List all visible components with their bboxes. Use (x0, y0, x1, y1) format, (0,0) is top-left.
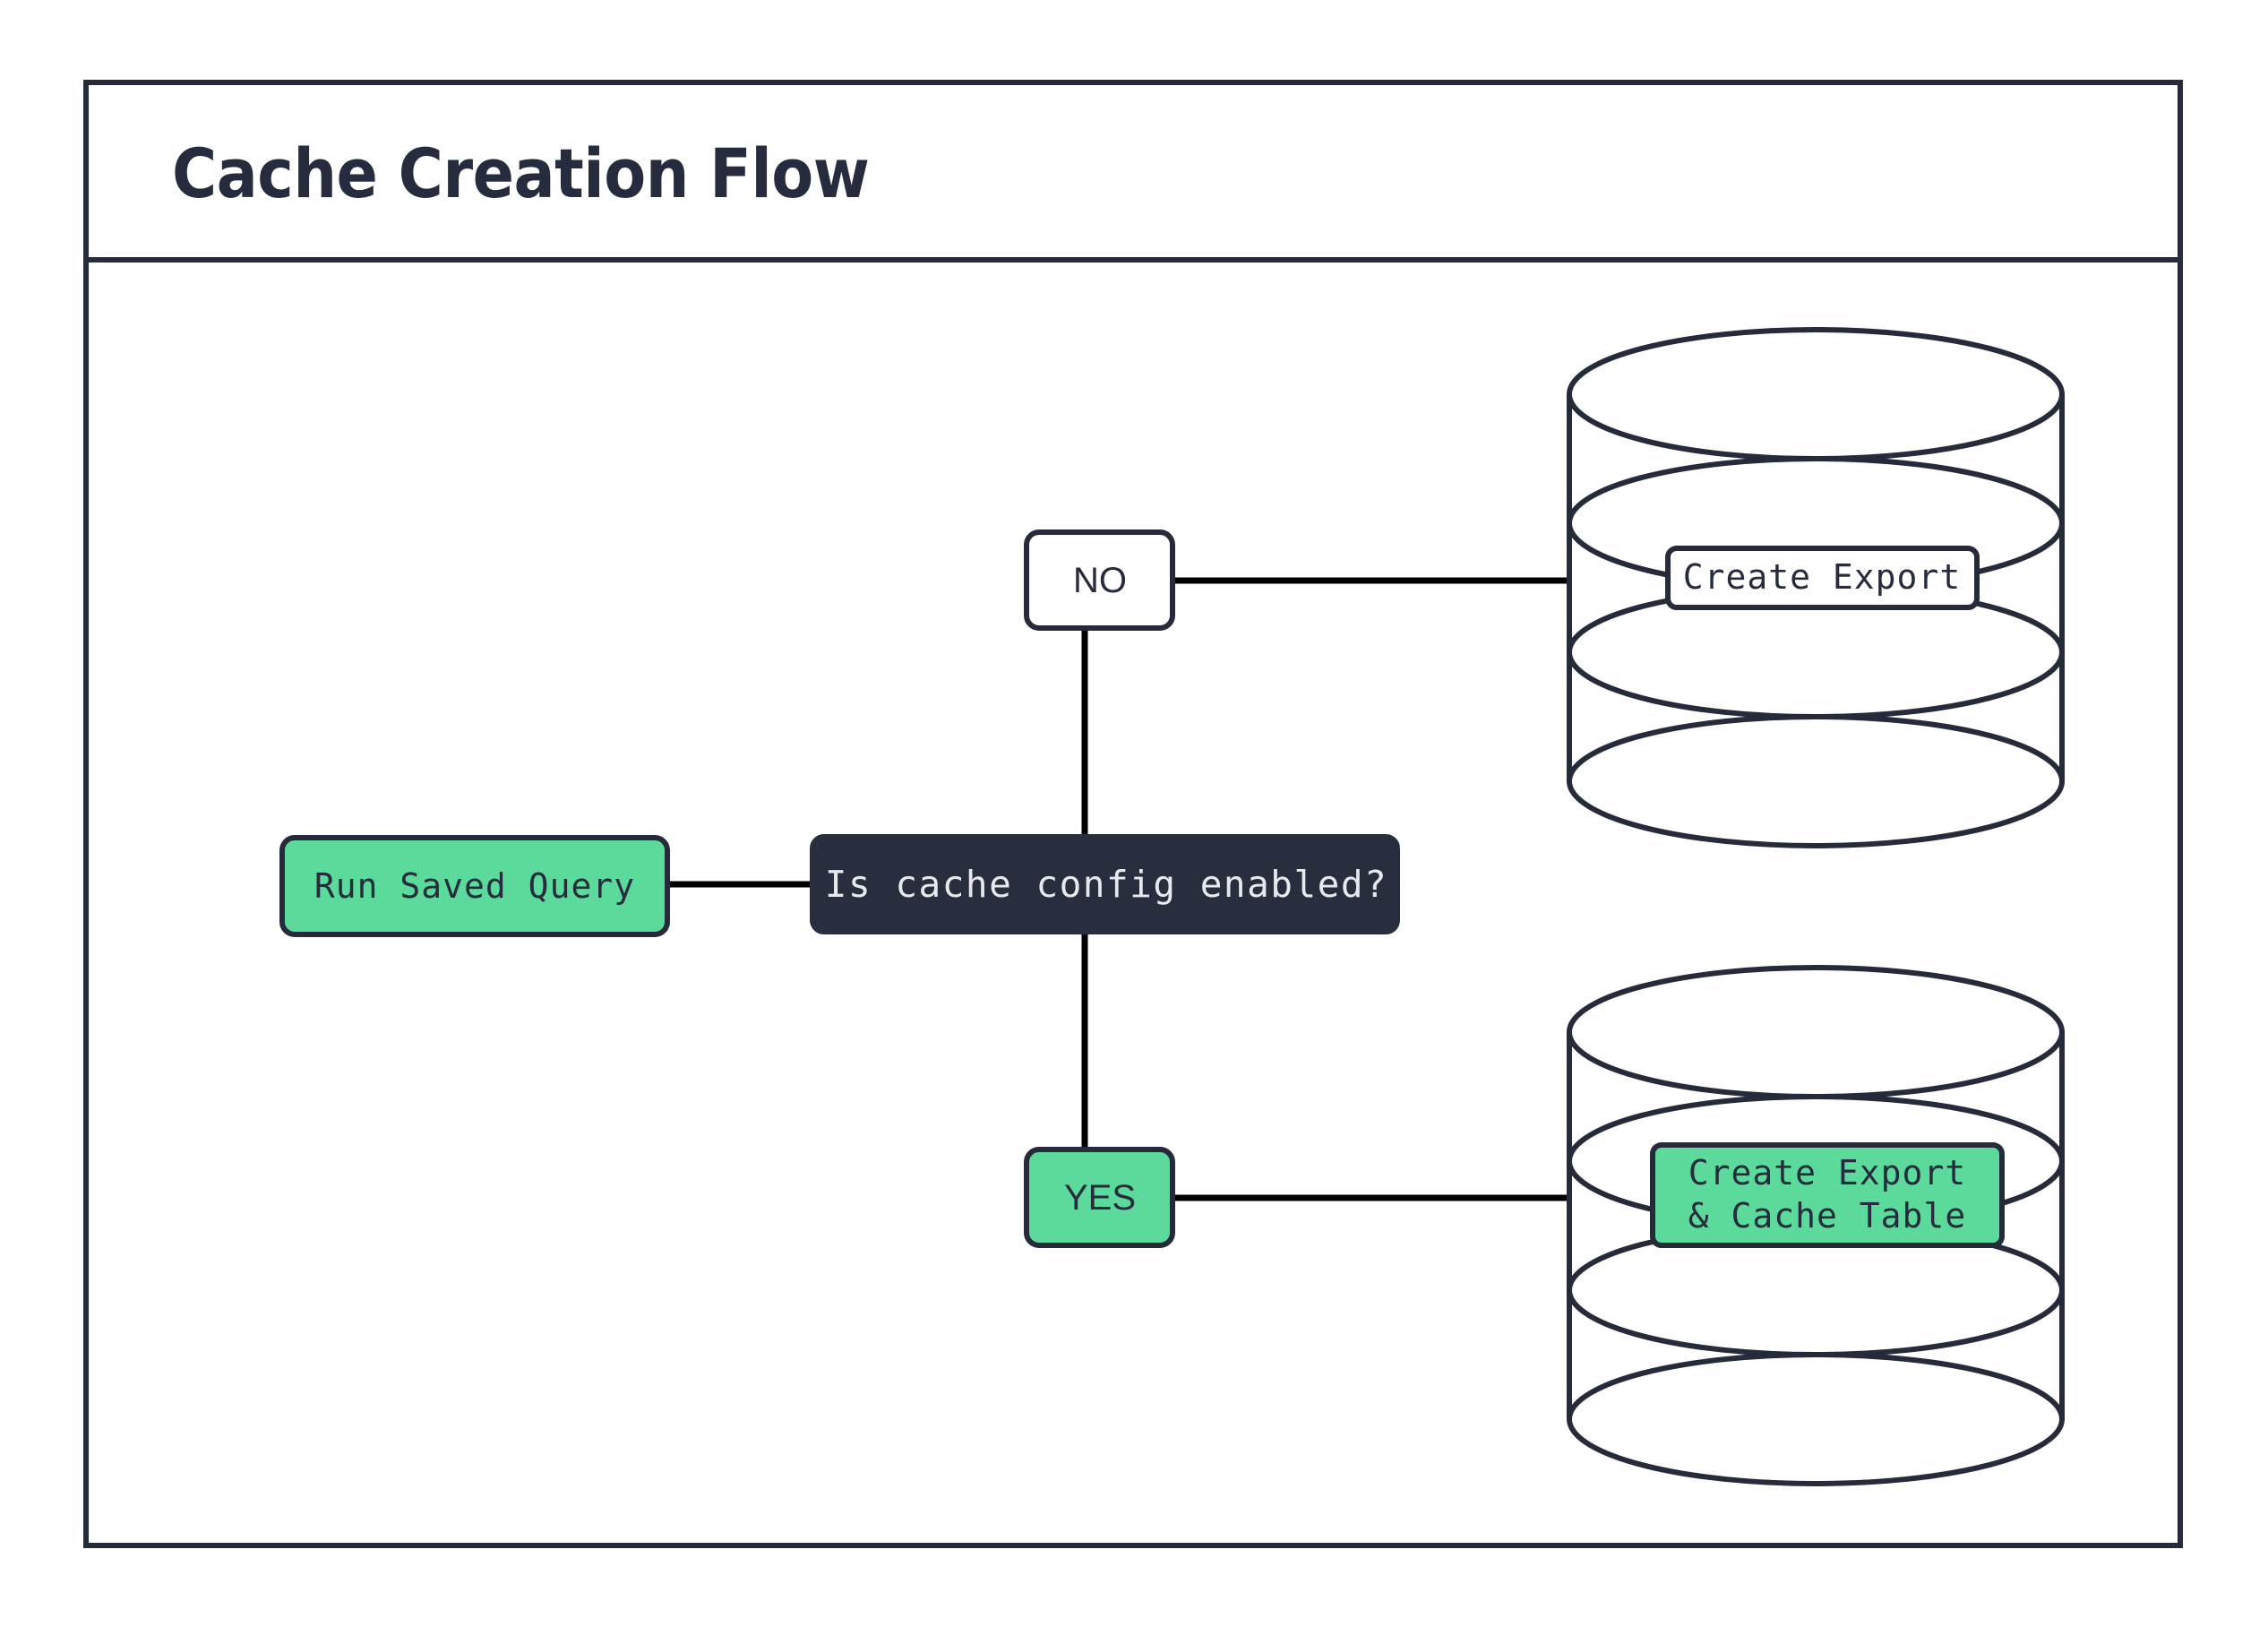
page-title: Cache Creation Flow (172, 133, 869, 213)
branch-yes-box (1024, 1147, 1175, 1248)
create-export-cache-table-label-line1: Create Export (1688, 1153, 1966, 1192)
create-export-cache-table-label-box (1650, 1142, 2005, 1248)
cylinder-band-4 (1567, 1352, 2065, 1486)
branch-yes-label: YES (1064, 1178, 1136, 1218)
create-export-db-label: Create Export (1683, 557, 1961, 597)
decision-box (810, 834, 1400, 934)
branch-no-label: NO (1073, 561, 1127, 600)
node-is-cache-config-enabled[interactable]: Is cache config enabled? (810, 834, 1400, 934)
run-saved-query-label: Run Saved Query (314, 866, 635, 906)
create-export-cache-table-label-line2: & Cache Table (1688, 1196, 1966, 1235)
branch-no-box (1024, 529, 1175, 631)
decision-label: Is cache config enabled? (825, 863, 1387, 906)
node-branch-no[interactable]: NO (1024, 529, 1175, 631)
run-saved-query-box (279, 835, 670, 937)
node-create-export-cache-table-db[interactable]: Create Export & Cache Table (1567, 965, 2065, 1486)
cylinder-band-4 (1567, 714, 2065, 848)
node-run-saved-query[interactable]: Run Saved Query (279, 835, 670, 937)
node-branch-yes[interactable]: YES (1024, 1147, 1175, 1248)
create-export-db-label-box (1665, 546, 1980, 610)
node-create-export-db[interactable]: Create Export (1567, 327, 2065, 848)
